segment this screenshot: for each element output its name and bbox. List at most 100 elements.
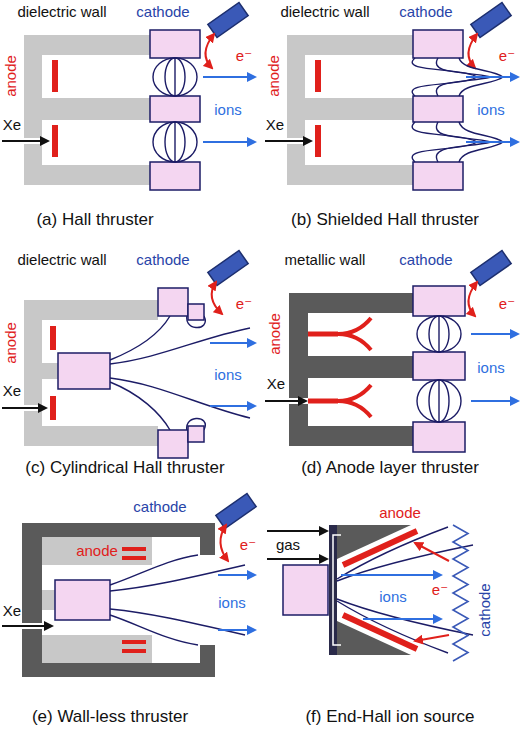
ion-beam-arrow — [203, 141, 255, 143]
center-pole-support — [42, 590, 55, 610]
magnet — [283, 565, 328, 615]
magnetic-field-line — [110, 378, 250, 418]
part-label: e⁻ — [432, 582, 448, 599]
part-label: cathode — [399, 4, 452, 21]
metallic-wall — [200, 645, 215, 677]
part-label: e⁻ — [236, 48, 252, 65]
magnet — [413, 352, 465, 380]
dielectric-wall — [24, 35, 152, 55]
metallic-wall — [289, 293, 413, 313]
dielectric-wall — [24, 300, 158, 320]
end-hall-ion-source-panel — [267, 525, 473, 661]
magnet — [188, 426, 204, 442]
part-label: dielectric wall — [17, 4, 106, 21]
anode-layer-thruster-panel — [265, 251, 518, 452]
part-label: anode — [3, 55, 20, 97]
ion-beam-arrow — [210, 342, 255, 344]
anode-plate — [122, 640, 146, 644]
magnet — [150, 162, 200, 190]
magnetic-field-line — [438, 316, 439, 352]
magnetic-field-line — [110, 615, 198, 645]
part-label: cathode — [399, 252, 452, 269]
part-label: ions — [218, 595, 246, 612]
dielectric-wall — [24, 300, 42, 446]
anode-stem — [308, 332, 338, 337]
part-label: Xe — [3, 117, 21, 134]
part-label: anode — [266, 55, 283, 97]
part-label: cathode — [477, 583, 494, 636]
cathode-tube — [471, 3, 511, 38]
anode-horn — [338, 385, 371, 401]
part-label: Xe — [3, 603, 21, 620]
gas-feed-arrow — [265, 400, 306, 402]
dielectric-wall — [24, 35, 42, 185]
electron-path-arrow — [415, 635, 449, 641]
metallic-wall — [308, 356, 413, 378]
anode-plate — [122, 556, 146, 560]
cathode-tube — [471, 251, 511, 286]
part-label: cathode — [136, 252, 189, 269]
gas-feed-arrow — [265, 140, 311, 142]
part-label: ions — [477, 360, 505, 377]
cylindrical-hall-thruster-panel — [2, 251, 255, 458]
magnetic-field-line — [337, 527, 448, 579]
part-label: Xe — [266, 117, 284, 134]
dielectric-wall — [24, 165, 152, 185]
dielectric-wall — [287, 35, 415, 55]
part-label: Xe — [267, 376, 285, 393]
metallic-wall — [200, 523, 215, 555]
anode-horn — [338, 318, 371, 334]
magnet — [150, 30, 200, 58]
anode-horn — [338, 334, 371, 350]
part-label: cathode — [133, 499, 186, 516]
magnet — [413, 162, 463, 190]
inner-liner — [42, 537, 152, 565]
part-label: anode — [379, 505, 421, 522]
anode-plate — [122, 649, 146, 653]
electron-path-arrow — [415, 543, 449, 561]
magnet — [58, 353, 110, 389]
ion-beam-arrow — [210, 405, 255, 407]
gas-feed-arrow — [267, 530, 327, 532]
magnet — [55, 580, 110, 620]
dielectric-wall — [287, 35, 305, 185]
anode-stem — [308, 399, 338, 404]
part-label: metallic wall — [285, 252, 366, 269]
magnet — [413, 30, 463, 58]
magnet — [150, 96, 200, 122]
magnetic-field-line — [110, 328, 250, 364]
figure-caption: (a) Hall thruster — [36, 211, 153, 230]
magnetic-field-line — [165, 122, 185, 162]
part-label: anode — [76, 543, 118, 560]
ion-beam-arrow — [363, 618, 441, 620]
part-label: anode — [3, 322, 20, 364]
part-label: ions — [379, 589, 407, 606]
magnet — [188, 304, 204, 320]
wall-less-thruster-panel — [2, 494, 256, 677]
part-label: Xe — [3, 383, 21, 400]
center-pole-support — [42, 363, 58, 379]
cathode-tube — [208, 251, 248, 286]
inner-liner — [42, 635, 152, 663]
part-label: ions — [214, 367, 242, 384]
part-label: ions — [477, 102, 505, 119]
ion-beam-arrow — [471, 333, 518, 335]
part-label: gas — [276, 537, 300, 554]
magnet — [158, 288, 188, 316]
anode-plate — [122, 547, 146, 551]
figure-caption: (d) Anode layer thruster — [301, 459, 479, 478]
dielectric-wall — [24, 426, 158, 446]
dielectric-wall — [287, 165, 415, 185]
anode-plate — [315, 60, 321, 92]
electron-path-arrow — [468, 34, 477, 68]
metallic-wall — [22, 663, 215, 677]
figure-caption: (c) Cylindrical Hall thruster — [25, 459, 224, 478]
magnetic-field-line — [153, 58, 197, 96]
gas-feed-arrow — [2, 140, 48, 142]
magnet — [413, 96, 463, 122]
magnet — [158, 430, 188, 458]
magnetic-field-line — [429, 380, 449, 422]
anode-plate — [50, 396, 56, 420]
anode-plate — [52, 60, 58, 92]
